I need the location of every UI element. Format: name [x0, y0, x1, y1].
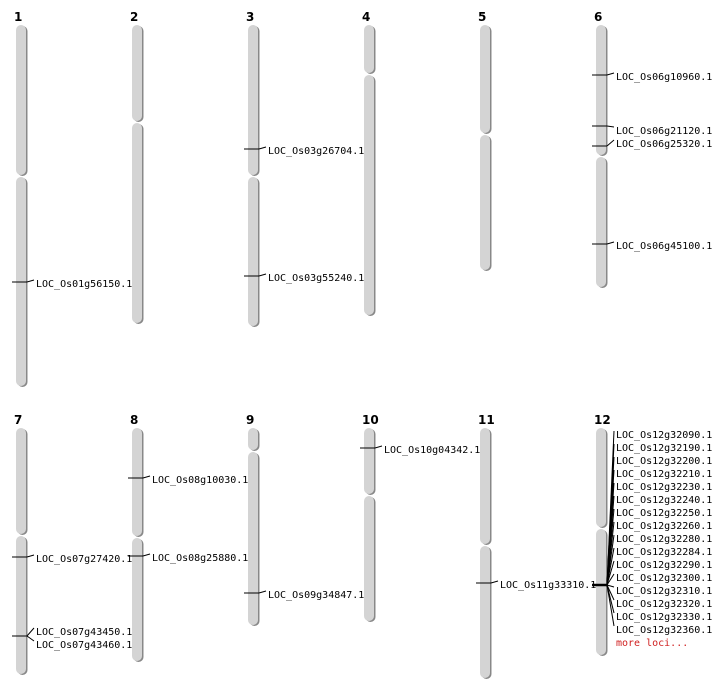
gene-label[interactable]: LOC_Os12g32310.1 — [616, 586, 712, 597]
gene-label[interactable]: LOC_Os08g10030.1 — [152, 475, 248, 486]
gene-label[interactable]: LOC_Os10g04342.1 — [384, 445, 480, 456]
gene-label[interactable]: LOC_Os12g32300.1 — [616, 573, 712, 584]
chromosome-short-arm[interactable] — [480, 428, 490, 544]
gene-label[interactable]: LOC_Os12g32190.1 — [616, 443, 712, 454]
chromosome-label: 5 — [478, 10, 486, 24]
gene-label[interactable]: LOC_Os12g32320.1 — [616, 599, 712, 610]
chromosome-short-arm[interactable] — [364, 25, 374, 73]
gene-label[interactable]: LOC_Os12g32330.1 — [616, 612, 712, 623]
chromosome-label: 9 — [246, 413, 254, 427]
chromosome-label: 4 — [362, 10, 370, 24]
gene-connector — [374, 445, 383, 449]
gene-connector — [258, 273, 267, 277]
gene-connector — [606, 139, 615, 147]
chromosome-long-arm[interactable] — [596, 529, 606, 655]
chromosome-label: 12 — [594, 413, 611, 427]
gene-connector — [258, 590, 267, 594]
gene-label[interactable]: LOC_Os07g43460.1 — [36, 640, 132, 651]
chromosome-short-arm[interactable] — [596, 428, 606, 527]
gene-connector — [606, 241, 615, 245]
chromosome-long-arm[interactable] — [16, 536, 26, 674]
gene-label[interactable]: LOC_Os08g25880.1 — [152, 553, 248, 564]
gene-label[interactable]: LOC_Os06g45100.1 — [616, 241, 712, 252]
gene-connector — [490, 580, 499, 584]
chromosome-short-arm[interactable] — [16, 428, 26, 534]
gene-connector — [258, 146, 267, 150]
gene-connector — [606, 125, 615, 128]
gene-connector — [606, 560, 615, 586]
gene-label[interactable]: LOC_Os03g26704.1 — [268, 146, 364, 157]
gene-label[interactable]: LOC_Os12g32360.1 — [616, 625, 712, 636]
gene-label[interactable]: LOC_Os12g32284.1 — [616, 547, 712, 558]
chromosome-short-arm[interactable] — [248, 428, 258, 450]
gene-connector — [26, 635, 35, 642]
chromosome-label: 11 — [478, 413, 495, 427]
gene-label[interactable]: LOC_Os07g43450.1 — [36, 627, 132, 638]
gene-label[interactable]: LOC_Os03g55240.1 — [268, 273, 364, 284]
chromosome-long-arm[interactable] — [480, 546, 490, 678]
gene-label[interactable]: LOC_Os12g32200.1 — [616, 456, 712, 467]
chromosome-short-arm[interactable] — [596, 25, 606, 155]
gene-connector — [606, 72, 615, 76]
gene-label[interactable]: LOC_Os12g32230.1 — [616, 482, 712, 493]
chromosome-label: 7 — [14, 413, 22, 427]
gene-label[interactable]: LOC_Os12g32280.1 — [616, 534, 712, 545]
gene-label[interactable]: LOC_Os07g27420.1 — [36, 554, 132, 565]
gene-label[interactable]: LOC_Os01g56150.1 — [36, 279, 132, 290]
chromosome-label: 10 — [362, 413, 379, 427]
more-loci-link[interactable]: more loci... — [616, 638, 688, 649]
gene-label[interactable]: LOC_Os06g21120.1 — [616, 126, 712, 137]
chromosome-label: 1 — [14, 10, 22, 24]
gene-label[interactable]: LOC_Os12g32210.1 — [616, 469, 712, 480]
chromosome-short-arm[interactable] — [16, 25, 26, 175]
gene-label[interactable]: LOC_Os06g25320.1 — [616, 139, 712, 150]
chromosome-short-arm[interactable] — [248, 25, 258, 175]
gene-connector — [606, 584, 615, 627]
chromosome-long-arm[interactable] — [132, 538, 142, 661]
chromosome-label: 6 — [594, 10, 602, 24]
gene-connector — [606, 547, 615, 586]
gene-label[interactable]: LOC_Os12g32240.1 — [616, 495, 712, 506]
chromosome-label: 8 — [130, 413, 138, 427]
chromosome-long-arm[interactable] — [364, 496, 374, 621]
gene-connector — [26, 554, 35, 558]
chromosome-short-arm[interactable] — [480, 25, 490, 133]
chromosome-label: 2 — [130, 10, 138, 24]
gene-label[interactable]: LOC_Os11g33310.1 — [500, 580, 596, 591]
chromosome-long-arm[interactable] — [596, 157, 606, 287]
gene-connector — [142, 553, 151, 557]
chromosome-long-arm[interactable] — [132, 123, 142, 323]
gene-connector — [606, 584, 615, 601]
gene-label[interactable]: LOC_Os12g32250.1 — [616, 508, 712, 519]
gene-connector — [26, 627, 35, 637]
chromosome-long-arm[interactable] — [364, 75, 374, 315]
gene-label[interactable]: LOC_Os06g10960.1 — [616, 72, 712, 83]
gene-label[interactable]: LOC_Os12g32090.1 — [616, 430, 712, 441]
gene-connector — [26, 279, 35, 283]
gene-connector — [606, 573, 615, 586]
chromosome-short-arm[interactable] — [132, 25, 142, 121]
gene-label[interactable]: LOC_Os12g32260.1 — [616, 521, 712, 532]
chromosome-label: 3 — [246, 10, 254, 24]
gene-label[interactable]: LOC_Os12g32290.1 — [616, 560, 712, 571]
gene-connector — [606, 584, 615, 588]
gene-connector — [142, 475, 151, 479]
chromosome-long-arm[interactable] — [480, 135, 490, 270]
chromosome-short-arm[interactable] — [132, 428, 142, 536]
chromosome-long-arm[interactable] — [248, 452, 258, 625]
chromosome-short-arm[interactable] — [364, 428, 374, 494]
gene-label[interactable]: LOC_Os09g34847.1 — [268, 590, 364, 601]
chromosome-long-arm[interactable] — [248, 177, 258, 326]
